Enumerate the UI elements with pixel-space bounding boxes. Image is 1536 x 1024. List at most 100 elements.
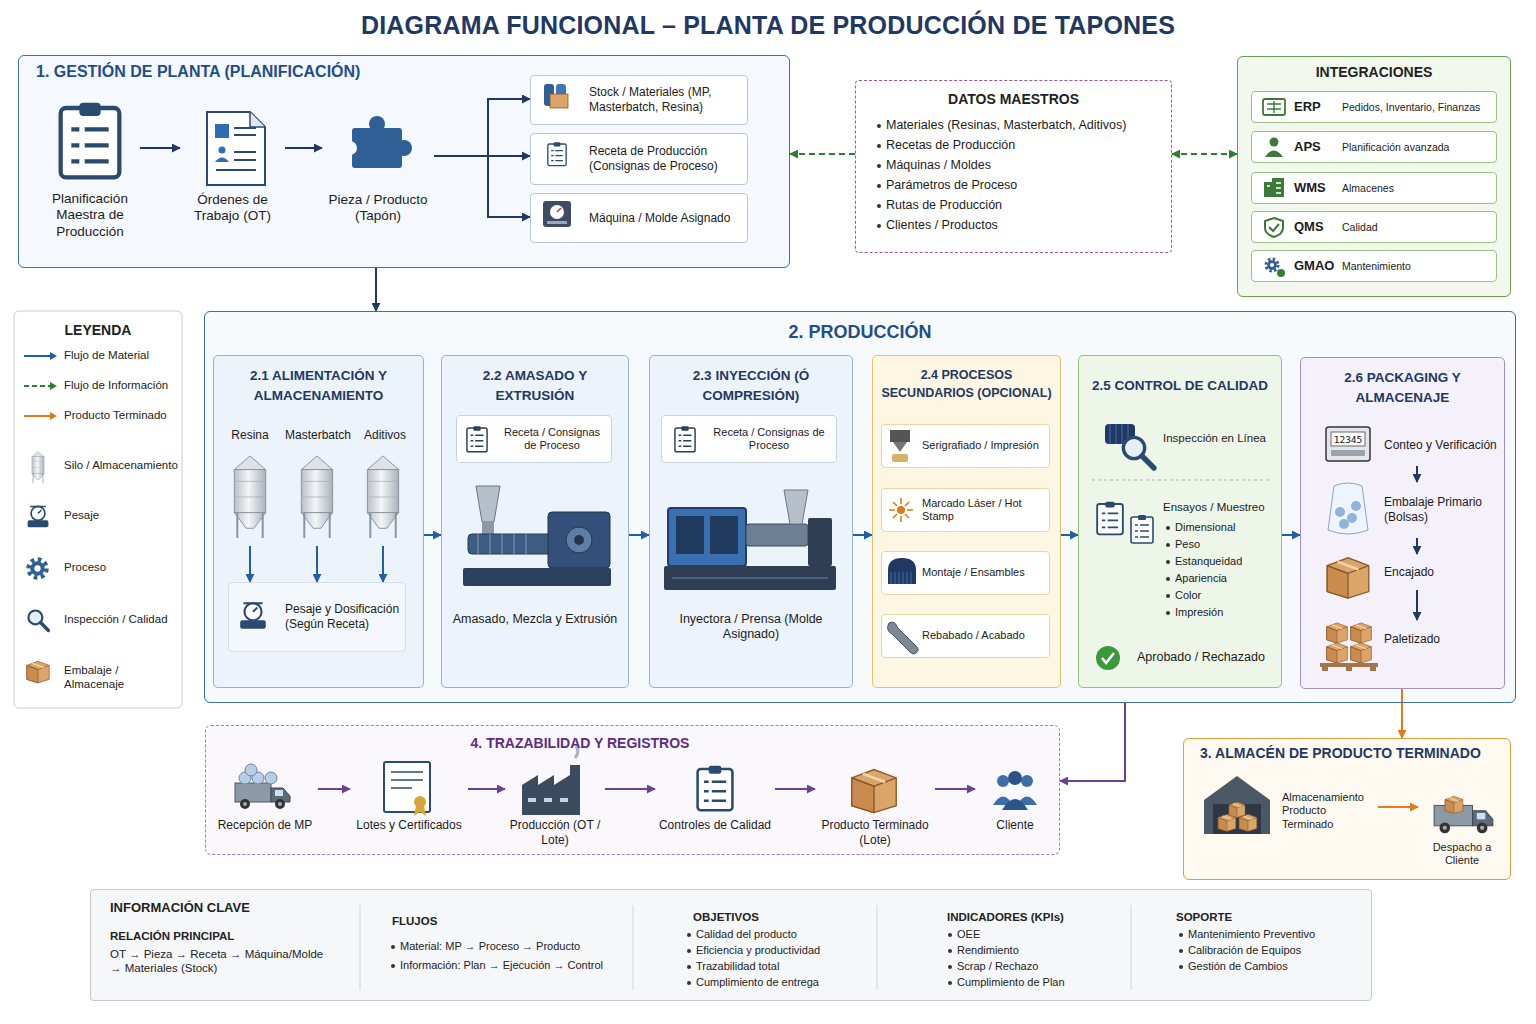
silo: Resina — [222, 428, 278, 546]
process-box: Serigrafiado / Impresión — [881, 424, 1050, 468]
node-label: QMS — [1294, 219, 1342, 235]
process-box: Pesaje y Dosificación (Según Receta) — [228, 582, 406, 652]
box-fill — [530, 75, 748, 125]
flow-arrow — [140, 147, 180, 149]
node-text: Impresión — [1175, 606, 1275, 619]
node-text: Pedidos, Inventario, Finanzas — [1342, 101, 1492, 114]
icon-label: Producción (OT / Lote) — [505, 760, 605, 848]
counter-display: 12345 — [1330, 434, 1366, 446]
stage-panel: 2.5 CONTROL DE CALIDADInspección en Líne… — [1078, 355, 1282, 688]
node-label: Lotes y Certificados — [350, 818, 468, 833]
legend-text: Flujo de Información — [64, 378, 179, 392]
flow-arrow — [790, 153, 855, 155]
box-fill — [1251, 250, 1497, 282]
system-box: WMSAlmacenes — [1251, 172, 1497, 204]
node-text: Color — [1175, 589, 1275, 602]
flow-arrow — [375, 268, 377, 311]
node-heading: 2.1 ALIMENTACIÓN Y ALMACENAMIENTO — [218, 366, 419, 405]
node-text: Material: MP → Proceso → Producto — [400, 940, 625, 953]
node-label: ERP — [1294, 99, 1342, 115]
box-fill — [530, 193, 748, 243]
system-box: APSPlanificación avanzada — [1251, 131, 1497, 163]
node-text: OBJETIVOS — [693, 910, 868, 924]
box-fill — [441, 355, 629, 688]
node-text: Rendimiento — [957, 944, 1122, 957]
box-fill — [1078, 355, 1282, 688]
legend-text: Pesaje — [64, 508, 179, 522]
icon-label: Pieza / Producto (Tapón) — [322, 100, 434, 230]
box-fill — [1183, 738, 1511, 880]
info-panel: INFORMACIÓN CLAVERELACIÓN PRINCIPALOT → … — [90, 889, 1372, 1001]
node-heading: INTEGRACIONES — [1242, 64, 1506, 81]
node-text: Calidad del producto — [696, 928, 871, 941]
flow-arrow — [1416, 590, 1418, 620]
flow-arrow — [1401, 689, 1403, 738]
node-label: Resina — [222, 428, 278, 443]
node-label: Receta / Consignas de Proceso — [497, 426, 607, 453]
flow-arrow — [1378, 806, 1418, 808]
recipe-box: Receta / Consignas de Proceso — [661, 415, 837, 463]
node-label: Paletizado — [1384, 632, 1498, 647]
node-text: SOPORTE — [1176, 910, 1361, 924]
node-text: Rutas de Producción — [886, 198, 1169, 213]
node-label: Producto Terminado (Lote) — [815, 818, 935, 847]
box-fill — [90, 889, 1372, 1001]
icon-label: Planificación Maestra de Producción — [40, 95, 140, 245]
node-heading: 2.3 INYECCIÓN (Ó COMPRESIÓN) — [654, 366, 848, 405]
node-text: Inyectora / Prensa (Molde Asignado) — [654, 612, 848, 643]
node-label: Despacho a Cliente — [1418, 841, 1506, 868]
node-label: Embalaje Primario (Bolsas) — [1384, 495, 1498, 524]
process-box: Montaje / Ensambles — [881, 551, 1050, 595]
node-label: APS — [1294, 139, 1342, 155]
flow-arrow — [1061, 534, 1078, 536]
node-text: Planificación avanzada — [1342, 141, 1492, 154]
stage-panel: 2.3 INYECCIÓN (Ó COMPRESIÓN) Inyectora / … — [649, 355, 853, 688]
node-text: Mantenimiento Preventivo — [1188, 928, 1363, 941]
node-label: Órdenes de Trabajo (OT) — [180, 192, 285, 225]
node-label: Pieza / Producto (Tapón) — [322, 192, 434, 225]
silo: Aditivos — [357, 428, 413, 546]
node-text: Parámetros de Proceso — [886, 178, 1169, 193]
flow-arrow — [1416, 538, 1418, 554]
flow-arrow — [424, 534, 441, 536]
box-fill — [205, 725, 1060, 855]
section-panel: 3. ALMACÉN DE PRODUCTO TERMINADOAlmacena… — [1183, 738, 1511, 880]
node-text: OEE — [957, 928, 1122, 941]
node-heading: DATOS MAESTROS — [860, 91, 1167, 108]
node-text: Materiales (Resinas, Masterbatch, Aditiv… — [886, 118, 1169, 133]
stage-panel: 2.1 ALIMENTACIÓN Y ALMACENAMIENTOResinaM… — [213, 355, 424, 688]
process-box: Marcado Láser / Hot Stamp — [881, 488, 1050, 532]
system-box: QMSCalidad — [1251, 211, 1497, 243]
node-text: RELACIÓN PRINCIPAL — [110, 929, 350, 943]
icon-label: Órdenes de Trabajo (OT) — [180, 100, 285, 230]
node-text: Máquinas / Moldes — [886, 158, 1169, 173]
node-text: Información: Plan → Ejecución → Control — [400, 959, 625, 972]
process-box: Máquina / Molde Asignado — [530, 193, 748, 243]
node-label: Aditivos — [357, 428, 413, 443]
box-fill — [1300, 357, 1505, 689]
node-text: Mantenimiento — [1342, 260, 1492, 273]
node-text: Dimensional — [1175, 521, 1275, 534]
node-text: OT → Pieza → Receta → Máquina/Molde → Ma… — [110, 947, 335, 975]
node-heading: 4. TRAZABILIDAD Y REGISTROS — [380, 735, 780, 752]
integrations-panel: INTEGRACIONES ERPPedidos, Inventario, Fin… — [1237, 56, 1511, 297]
box-fill — [456, 415, 612, 463]
node-label: Máquina / Molde Asignado — [589, 211, 741, 226]
box-fill — [1251, 91, 1497, 123]
node-label: Montaje / Ensambles — [922, 566, 1045, 579]
icon-label: Recepción de MP — [212, 760, 318, 848]
process-box: Receta de Producción (Consignas de Proce… — [530, 133, 748, 185]
process-box: Rebabado / Acabado — [881, 614, 1050, 658]
legend-text: Inspección / Calidad — [64, 612, 179, 626]
legend-text: Producto Terminado — [64, 408, 179, 422]
system-box: ERPPedidos, Inventario, Finanzas — [1251, 91, 1497, 123]
system-box: GMAOMantenimiento — [1251, 250, 1497, 282]
flow-arrow — [1060, 703, 1125, 781]
flow-arrow — [1172, 153, 1237, 155]
box-fill — [872, 355, 1061, 688]
icon-label: Producto Terminado (Lote) — [815, 760, 935, 848]
flow-arrow — [249, 546, 251, 582]
box-fill — [881, 424, 1050, 468]
node-text: Calibración de Equipos — [1188, 944, 1363, 957]
icon-label: Almacenamiento Producto Terminado — [1198, 772, 1378, 850]
